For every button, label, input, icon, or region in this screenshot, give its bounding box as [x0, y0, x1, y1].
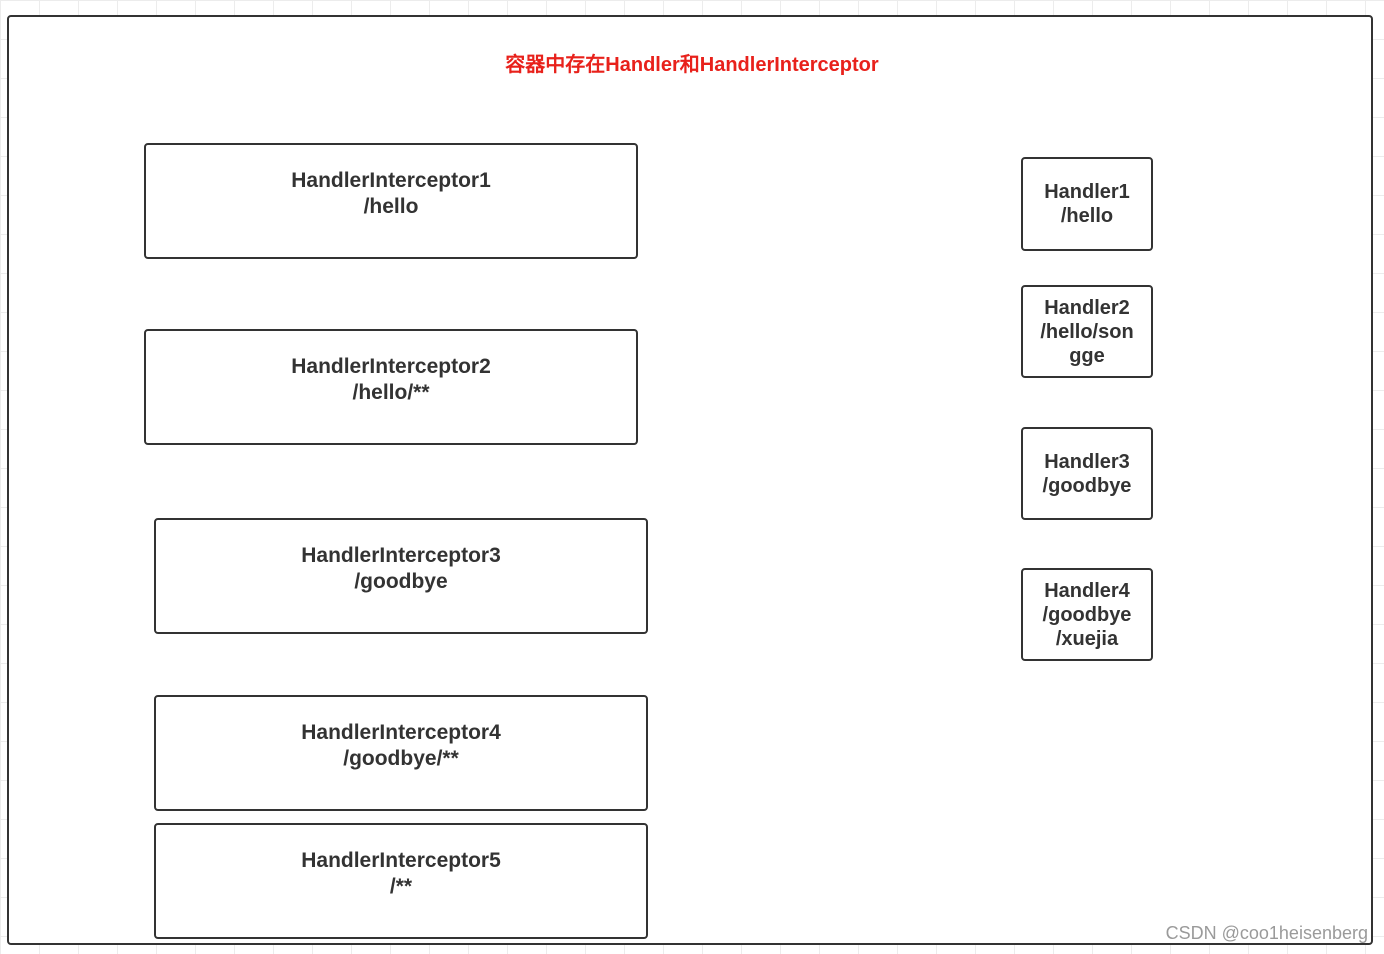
interceptor-path: /goodbye: [354, 570, 448, 593]
interceptor-name: HandlerInterceptor2: [291, 355, 491, 378]
interceptor-box-1[interactable]: HandlerInterceptor1 /hello: [144, 143, 638, 259]
handler-box-3[interactable]: Handler3 /goodbye: [1021, 427, 1153, 520]
handler-path: /hello/son: [1040, 320, 1134, 343]
handler-name: Handler1: [1044, 181, 1130, 203]
interceptor-path: /hello/**: [352, 381, 430, 404]
handler-box-1[interactable]: Handler1 /hello: [1021, 157, 1153, 251]
interceptor-path: /goodbye/**: [343, 747, 459, 770]
interceptor-name: HandlerInterceptor4: [301, 721, 501, 744]
interceptor-name: HandlerInterceptor5: [301, 849, 501, 872]
interceptor-name: HandlerInterceptor1: [291, 169, 491, 192]
diagram-title: 容器中存在Handler和HandlerInterceptor: [505, 54, 879, 76]
handler-path: /hello: [1060, 205, 1114, 227]
handler-box-4[interactable]: Handler4 /goodbye /xuejia: [1021, 568, 1153, 661]
handler-name: Handler3: [1044, 450, 1130, 473]
handler-path: /goodbye: [1042, 474, 1132, 497]
handler-path-continued: /xuejia: [1055, 627, 1119, 650]
interceptor-box-5[interactable]: HandlerInterceptor5 /**: [154, 823, 648, 939]
interceptor-box-2[interactable]: HandlerInterceptor2 /hello/**: [144, 329, 638, 445]
handler-name: Handler4: [1044, 579, 1130, 602]
handler-path-continued: gge: [1069, 344, 1105, 367]
handler-path: /goodbye: [1042, 603, 1132, 626]
interceptor-box-4[interactable]: HandlerInterceptor4 /goodbye/**: [154, 695, 648, 811]
handler-box-2[interactable]: Handler2 /hello/son gge: [1021, 285, 1153, 378]
watermark: CSDN @coo1heisenberg: [1165, 923, 1368, 943]
interceptor-path: /**: [389, 875, 413, 898]
interceptor-path: /hello: [363, 195, 419, 218]
handler-name: Handler2: [1044, 296, 1130, 319]
interceptor-name: HandlerInterceptor3: [301, 544, 501, 567]
interceptor-box-3[interactable]: HandlerInterceptor3 /goodbye: [154, 518, 648, 634]
